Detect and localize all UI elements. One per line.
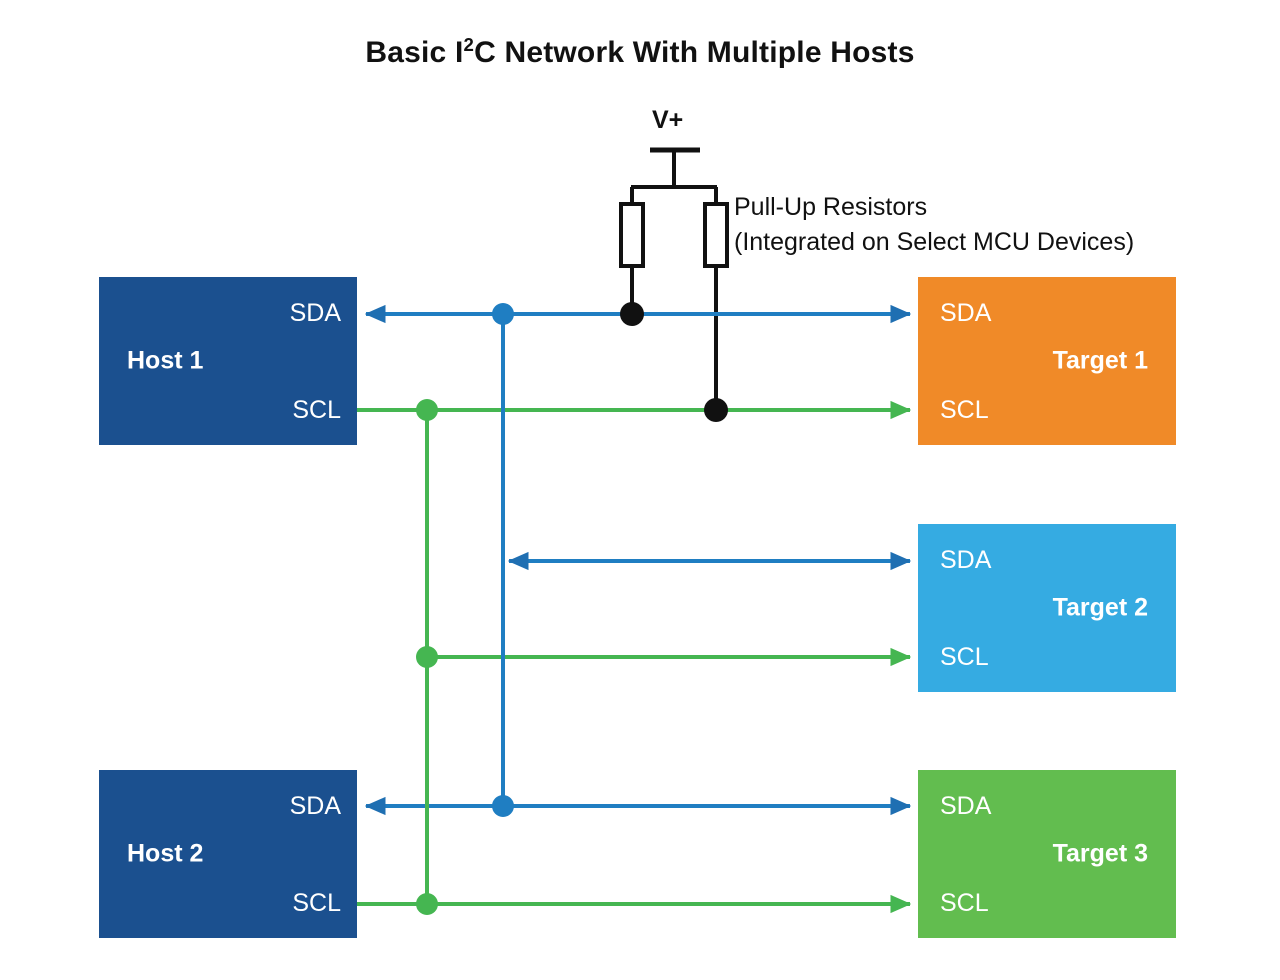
block-target-1[interactable]: SDA Target 1 SCL <box>918 277 1176 445</box>
target-3-pin-sda: SDA <box>940 792 992 820</box>
page-title: Basic I2C Network With Multiple Hosts <box>0 34 1280 70</box>
pullup-resistor-sda <box>619 202 645 314</box>
target-1-pin-scl: SCL <box>940 396 989 424</box>
junction-dot-pullup-sda <box>620 302 644 326</box>
junction-dot-scl-row2 <box>416 646 438 668</box>
pullup-resistor-scl <box>703 202 729 410</box>
target-3-label: Target 3 <box>1052 839 1148 868</box>
pullup-annotation-line1: Pull-Up Resistors <box>734 193 928 221</box>
host-2-pin-sda: SDA <box>289 792 341 820</box>
power-label: V+ <box>652 106 684 134</box>
host-2-label: Host 2 <box>127 839 204 868</box>
host-1-pin-scl: SCL <box>292 396 341 424</box>
target-3-pin-scl: SCL <box>940 889 989 917</box>
pullup-annotation-line2: (Integrated on Select MCU Devices) <box>734 227 1135 256</box>
junction-dot-sda-row1 <box>492 303 514 325</box>
junction-dot-scl-row3 <box>416 893 438 915</box>
block-target-3[interactable]: SDA Target 3 SCL <box>918 770 1176 938</box>
host-1-pin-sda: SDA <box>289 299 341 327</box>
target-2-pin-scl: SCL <box>940 643 989 671</box>
block-host-1[interactable]: SDA Host 1 SCL <box>99 277 357 445</box>
target-1-pin-sda: SDA <box>940 299 992 327</box>
host-2-pin-scl: SCL <box>292 889 341 917</box>
target-2-pin-sda: SDA <box>940 546 992 574</box>
target-2-label: Target 2 <box>1052 593 1148 622</box>
power-supply-symbol <box>630 147 718 205</box>
block-target-2[interactable]: SDA Target 2 SCL <box>918 524 1176 692</box>
junction-dot-sda-row3 <box>492 795 514 817</box>
host-1-label: Host 1 <box>127 346 204 375</box>
junction-dot-scl-row1 <box>416 399 438 421</box>
title-superscript: 2 <box>463 34 475 55</box>
pullup-annotation: Pull-Up Resistors (Integrated on Select … <box>734 190 1134 259</box>
junction-dot-pullup-scl <box>704 398 728 422</box>
block-host-2[interactable]: SDA Host 2 SCL <box>99 770 357 938</box>
title-suffix: C Network With Multiple Hosts <box>474 36 915 69</box>
title-prefix: Basic I <box>365 36 464 69</box>
target-1-label: Target 1 <box>1052 346 1148 375</box>
